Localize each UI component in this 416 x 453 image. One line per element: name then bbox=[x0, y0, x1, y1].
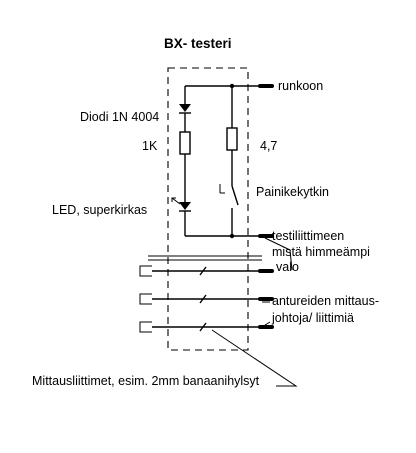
diode-symbol bbox=[179, 104, 191, 112]
led-light-arrowhead bbox=[171, 197, 176, 202]
label-testjack-line2: mistä himmeämpi bbox=[272, 245, 370, 259]
led-symbol bbox=[179, 202, 191, 210]
jack-row-1 bbox=[139, 265, 274, 277]
enclosure-outline bbox=[167, 67, 249, 351]
diagram-title: BX- testeri bbox=[164, 36, 232, 51]
label-resistor-4-7: 4,7 bbox=[260, 139, 277, 153]
push-switch-contact bbox=[231, 185, 239, 206]
label-runkoon: runkoon bbox=[278, 79, 323, 93]
leader-testjack bbox=[264, 237, 293, 271]
label-switch: Painikekytkin bbox=[256, 185, 329, 199]
resistor-1k bbox=[179, 131, 191, 155]
jack-row-3 bbox=[139, 321, 274, 333]
led-light-arrow bbox=[171, 197, 181, 205]
wire-break-mark bbox=[199, 266, 207, 276]
junction-dot-bottom bbox=[229, 233, 235, 239]
wire-break-mark bbox=[199, 322, 207, 332]
jack-row-2 bbox=[139, 293, 274, 305]
banana-jack bbox=[139, 321, 152, 333]
banana-jack bbox=[139, 265, 152, 277]
resistor-4-7 bbox=[226, 127, 238, 151]
label-sensor-line1: antureiden mittaus- bbox=[272, 294, 379, 308]
label-testjack-line3: valo bbox=[276, 260, 299, 274]
label-sensor-line2: johtoja/ liittimiä bbox=[271, 311, 354, 325]
banana-jack bbox=[139, 293, 152, 305]
leader-jacks-caption bbox=[211, 329, 298, 387]
label-diode: Diodi 1N 4004 bbox=[80, 110, 159, 124]
label-led: LED, superkirkas bbox=[52, 203, 147, 217]
label-jacks-caption: Mittausliittimet, esim. 2mm banaanihylsy… bbox=[32, 374, 260, 388]
label-resistor-1k: 1K bbox=[142, 139, 158, 153]
wire-break-mark bbox=[199, 294, 207, 304]
leader-sensor bbox=[261, 321, 271, 328]
label-testjack-line1: testiliittimeen bbox=[272, 229, 344, 243]
